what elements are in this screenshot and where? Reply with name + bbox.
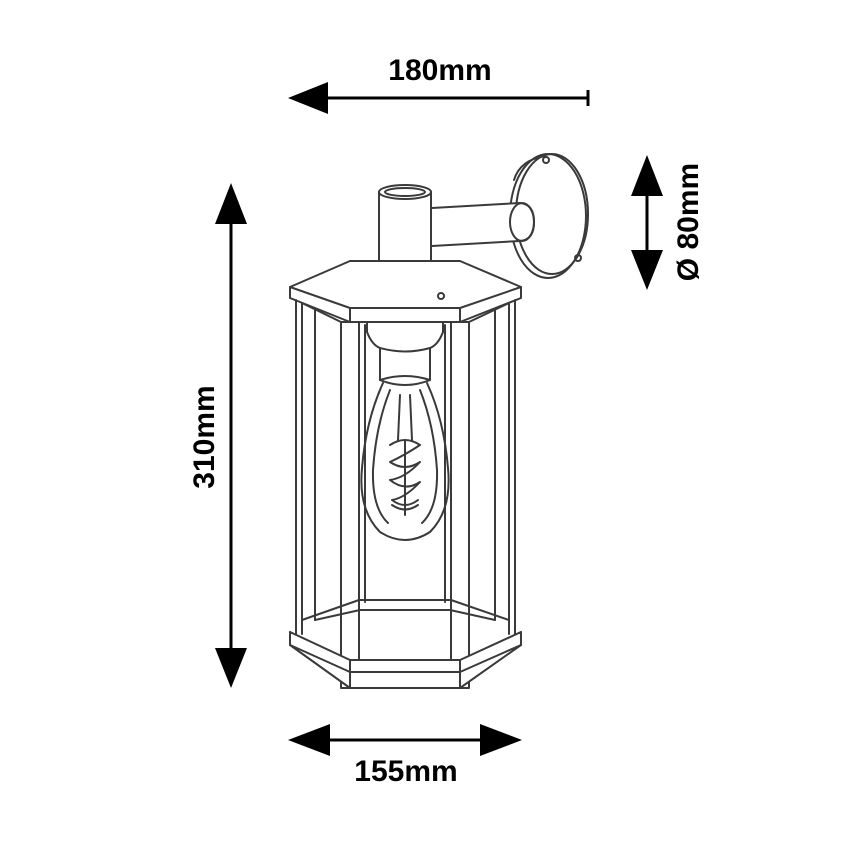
top-width-arrow	[288, 82, 590, 114]
height-arrow	[215, 183, 247, 688]
width-top-label: 180mm	[388, 54, 491, 87]
mounting-arm	[431, 202, 535, 247]
mount-diameter-label: Ø 80mm	[672, 163, 705, 281]
edison-bulb	[360, 382, 450, 541]
mount-diameter-arrow	[631, 155, 663, 290]
dimension-lines	[215, 82, 663, 756]
lantern-bottom-base	[289, 631, 522, 689]
lamp-illustration	[289, 153, 589, 689]
width-bottom-label: 155mm	[354, 755, 457, 788]
bottom-width-arrow	[288, 724, 522, 756]
height-label: 310mm	[188, 385, 221, 488]
bulb-socket	[366, 321, 444, 386]
lantern-frame	[295, 299, 516, 689]
